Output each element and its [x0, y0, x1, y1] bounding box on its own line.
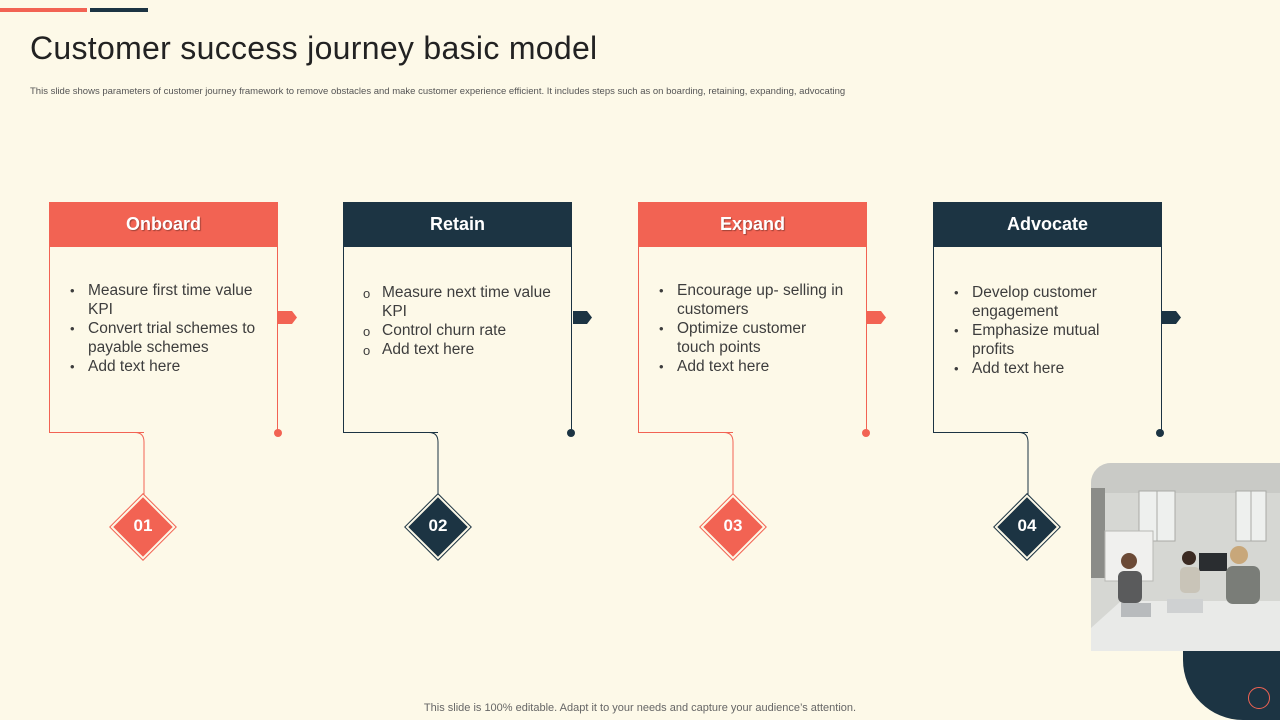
stage-number-04: 04: [1017, 516, 1037, 535]
list-item: Measure next time value KPI: [363, 283, 553, 321]
top-accent-coral: [0, 8, 87, 12]
card-bottom-line: [933, 432, 1028, 433]
stage-header-advocate: Advocate: [933, 202, 1162, 247]
end-dot: [1156, 429, 1164, 437]
slide-footer: This slide is 100% editable. Adapt it to…: [423, 702, 857, 714]
list-item: Develop customer engagement: [954, 283, 1143, 321]
team-meeting-photo: [1091, 463, 1280, 651]
stage-number-02: 02: [428, 516, 448, 535]
connector-line: [984, 432, 1029, 504]
list-item: Control churn rate: [363, 321, 553, 341]
list-item: Add text here: [363, 340, 553, 360]
stage-header-retain: Retain: [343, 202, 572, 247]
list-item: Add text here: [659, 357, 848, 376]
stage-number-01: 01: [133, 516, 153, 535]
stage-card-expand: Expand Encourage up- selling in customer…: [638, 202, 867, 433]
card-bottom-line: [343, 432, 438, 433]
stage-bullets-onboard: Measure first time value KPI Convert tri…: [50, 281, 277, 376]
list-item: Emphasize mutual profits: [954, 321, 1143, 359]
tab-marker-icon: [867, 311, 886, 324]
list-item: Measure first time value KPI: [70, 281, 259, 319]
list-item: Convert trial schemes to payable schemes: [70, 319, 259, 357]
stage-bullets-retain: Measure next time value KPI Control chur…: [344, 283, 571, 360]
list-item: Encourage up- selling in customers: [659, 281, 848, 319]
slide-subtitle: This slide shows parameters of customer …: [30, 86, 846, 97]
card-bottom-line: [49, 432, 144, 433]
stage-header-onboard: Onboard: [49, 202, 278, 247]
list-item: Add text here: [954, 359, 1143, 378]
connector-line: [394, 432, 439, 504]
top-accent-navy: [90, 8, 148, 12]
stage-card-advocate: Advocate Develop customer engagement Emp…: [933, 202, 1162, 433]
stage-number-03: 03: [723, 516, 743, 535]
end-dot: [862, 429, 870, 437]
stage-card-onboard: Onboard Measure first time value KPI Con…: [49, 202, 278, 433]
card-bottom-line: [638, 432, 733, 433]
tab-marker-icon: [573, 311, 592, 324]
stage-header-expand: Expand: [638, 202, 867, 247]
connector-line: [689, 432, 734, 504]
tab-marker-icon: [1162, 311, 1181, 324]
stage-card-retain: Retain Measure next time value KPI Contr…: [343, 202, 572, 433]
decorative-ring-icon: [1248, 687, 1270, 709]
end-dot: [274, 429, 282, 437]
stage-bullets-advocate: Develop customer engagement Emphasize mu…: [934, 283, 1161, 378]
stage-bullets-expand: Encourage up- selling in customers Optim…: [639, 281, 866, 376]
slide-title: Customer success journey basic model: [30, 30, 598, 66]
tab-marker-icon: [278, 311, 297, 324]
end-dot: [567, 429, 575, 437]
list-item: Optimize customer touch points: [659, 319, 848, 357]
connector-line: [100, 432, 145, 504]
list-item: Add text here: [70, 357, 259, 376]
